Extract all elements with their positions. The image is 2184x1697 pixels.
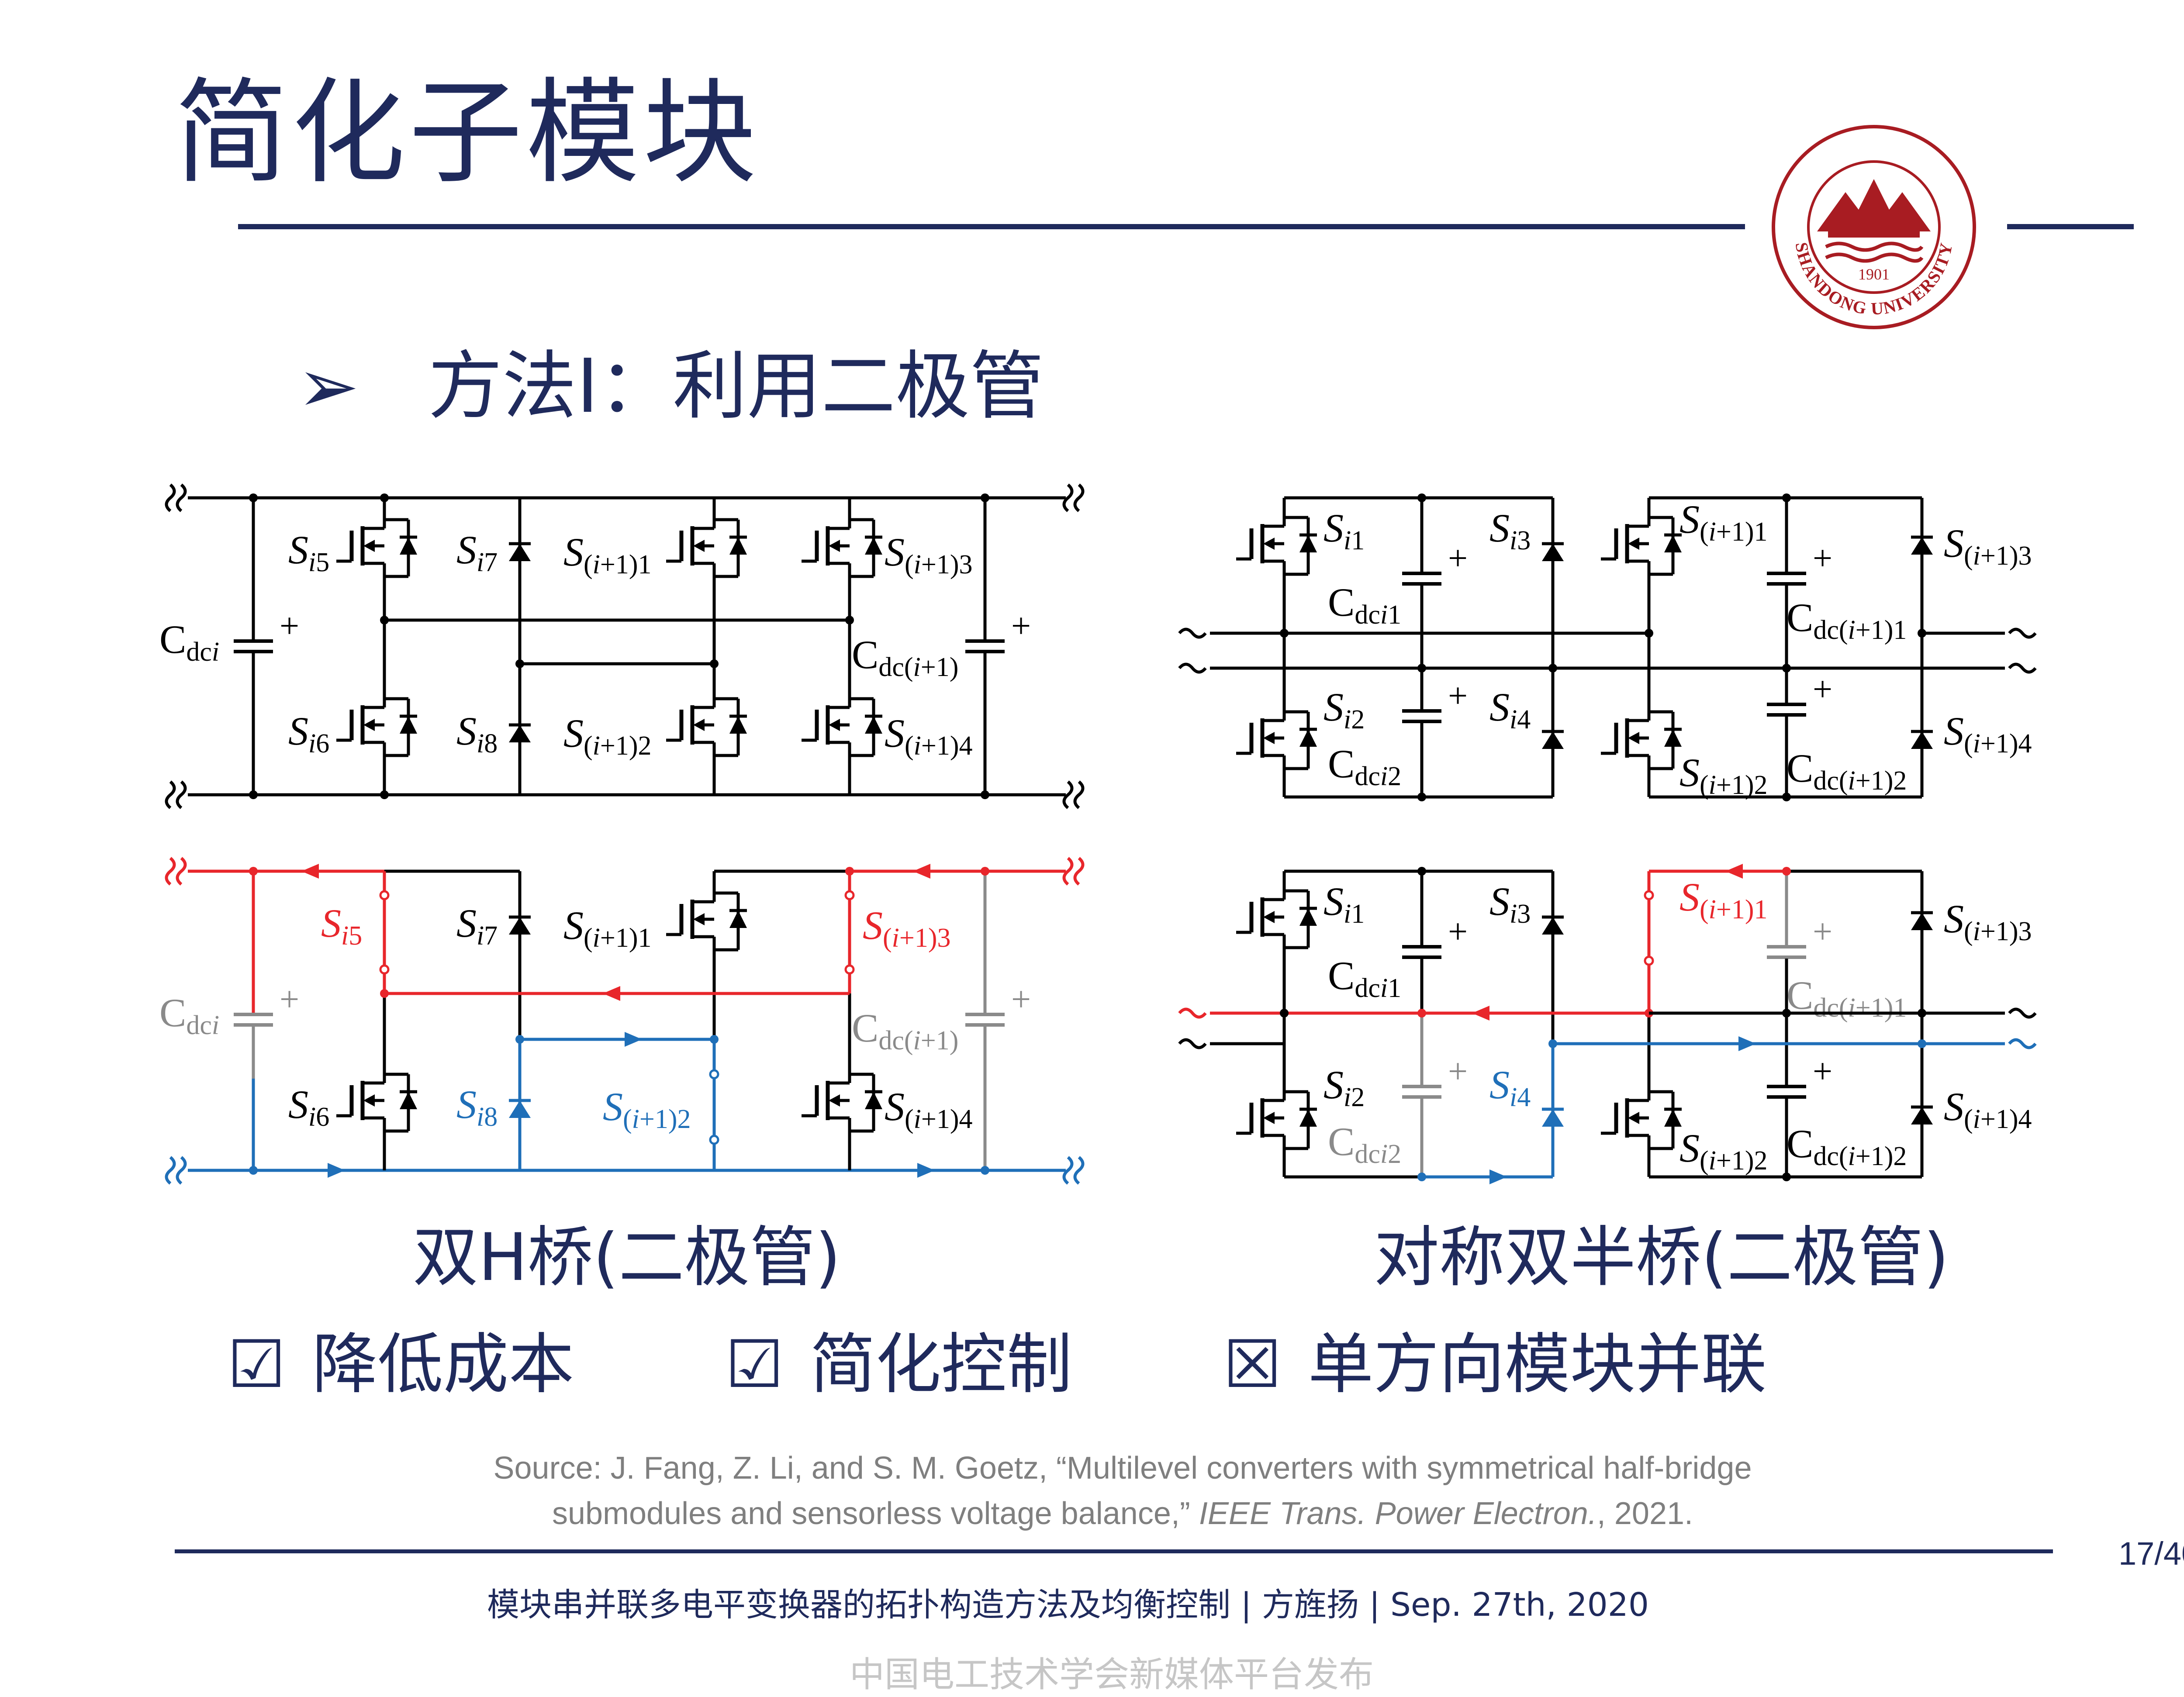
svg-text:Si4: Si4	[1489, 1062, 1531, 1112]
university-logo: 1901 SHANDONG UNIVERSITY	[1769, 122, 1979, 332]
caption-double-half-bridge: 对称双半桥(二极管)	[1374, 1220, 1949, 1296]
check-label: 单方向模块并联	[1308, 1327, 1767, 1403]
check-label: 简化控制	[810, 1327, 1072, 1403]
svg-text:Si3: Si3	[1489, 879, 1531, 929]
svg-text:Si6: Si6	[288, 1082, 329, 1132]
svg-text:S(i+1)2: S(i+1)2	[1679, 1126, 1768, 1176]
svg-text:S(i+1)3: S(i+1)3	[1944, 521, 2032, 571]
svg-text:S(i+1)1: S(i+1)1	[1679, 875, 1768, 924]
svg-text:Si8: Si8	[456, 1082, 498, 1132]
dual-h-bridge-top: Cdci Si5 Si6 Si7 Si8 S(i+1)1 S(i+1)2 S(i…	[159, 485, 1083, 808]
svg-text:Cdci: Cdci	[159, 990, 219, 1040]
svg-text:S(i+1)3: S(i+1)3	[885, 530, 973, 579]
svg-text:Cdci: Cdci	[159, 617, 219, 667]
svg-text:S(i+1)4: S(i+1)4	[885, 1084, 973, 1134]
source-citation: Source: J. Fang, Z. Li, and S. M. Goetz,…	[0, 1445, 2184, 1537]
svg-text:S(i+1)3: S(i+1)3	[1944, 897, 2032, 946]
svg-text:Si6: Si6	[288, 709, 329, 759]
footer-rule	[175, 1549, 2053, 1553]
svg-text:Cdc(i+1): Cdc(i+1)	[852, 1006, 958, 1055]
caption-dual-h-bridge: 双H桥(二极管)	[413, 1220, 841, 1296]
seal-icon: 1901 SHANDONG UNIVERSITY	[1772, 125, 1976, 329]
check-item-cost: ☑降低成本	[227, 1332, 574, 1397]
svg-text:Cdci2: Cdci2	[1328, 1119, 1401, 1169]
svg-text:Si1: Si1	[1324, 506, 1365, 555]
svg-text:S(i+1)2: S(i+1)2	[1679, 750, 1768, 800]
svg-text:S(i+1)2: S(i+1)2	[603, 1084, 691, 1134]
svg-text:Si5: Si5	[288, 528, 329, 577]
svg-text:Si3: Si3	[1489, 506, 1531, 555]
check-item-parallel: ☒单方向模块并联	[1223, 1332, 1767, 1397]
arrow-bullet-icon: ➢	[297, 343, 359, 430]
double-half-bridge-top: Si1 Si2 Cdci1 Cdci2 Si3 Si4 S(i+1)1 S(i+…	[1179, 493, 2035, 801]
svg-text:Si8: Si8	[456, 709, 498, 759]
bullet-text: 方法I：利用二极管	[428, 343, 1044, 430]
svg-text:S(i+1)4: S(i+1)4	[1944, 1084, 2032, 1134]
title-rule-left	[238, 224, 1745, 229]
source-line-2: submodules and sensorless voltage balanc…	[552, 1496, 1693, 1531]
title-rule-right	[2007, 224, 2134, 229]
svg-text:Cdc(i+1): Cdc(i+1)	[852, 632, 958, 682]
svg-text:Cdc(i+1)1: Cdc(i+1)1	[1787, 973, 1907, 1023]
svg-text:Si7: Si7	[456, 901, 498, 951]
svg-text:Cdc(i+1)2: Cdc(i+1)2	[1787, 1121, 1907, 1171]
svg-text:S(i+1)1: S(i+1)1	[1679, 497, 1768, 547]
page-title: 简化子模块	[175, 67, 760, 199]
footer-text: 模块串并联多电平变换器的拓扑构造方法及均衡控制 | 方旌扬 | Sep. 27t…	[487, 1586, 1649, 1624]
checked-box-icon: ☑	[227, 1327, 286, 1403]
svg-text:Si1: Si1	[1324, 879, 1365, 929]
svg-text:Si4: Si4	[1489, 685, 1531, 735]
svg-text:S(i+1)1: S(i+1)1	[563, 530, 652, 579]
method-bullet: ➢方法I：利用二极管	[297, 349, 1044, 424]
svg-text:S(i+1)1: S(i+1)1	[563, 903, 652, 953]
watermark: 中国电工技术学会新媒体平台发布	[850, 1654, 1374, 1695]
svg-text:Si7: Si7	[456, 528, 498, 577]
svg-text:Si2: Si2	[1324, 685, 1365, 735]
check-label: 降低成本	[312, 1327, 574, 1403]
page-number: 17/40	[2118, 1535, 2184, 1572]
dual-h-bridge-current-path: Cdci Si5 Si6 Si7 Si8 S(i+1)1 S(i+1)2	[159, 858, 1083, 1183]
svg-text:Cdc(i+1)2: Cdc(i+1)2	[1787, 746, 1907, 796]
svg-text:S(i+1)4: S(i+1)4	[885, 711, 973, 761]
check-item-control: ☑简化控制	[725, 1332, 1072, 1397]
svg-text:1901: 1901	[1858, 266, 1890, 283]
svg-text:Si2: Si2	[1324, 1062, 1365, 1112]
source-line-1: Source: J. Fang, Z. Li, and S. M. Goetz,…	[493, 1451, 1752, 1486]
svg-text:S(i+1)3: S(i+1)3	[863, 903, 951, 953]
svg-text:Cdci1: Cdci1	[1328, 953, 1401, 1003]
double-half-bridge-current-path: Si1 Si2 Cdci1 Cdci2 Si3 Si4 S(i+1)1 S(i+…	[1179, 864, 2035, 1184]
svg-text:S(i+1)2: S(i+1)2	[563, 711, 652, 761]
svg-text:Cdc(i+1)1: Cdc(i+1)1	[1787, 595, 1907, 645]
svg-text:Cdci1: Cdci1	[1328, 580, 1401, 630]
crossed-box-icon: ☒	[1223, 1327, 1282, 1403]
checked-box-icon: ☑	[725, 1327, 784, 1403]
svg-text:S(i+1)4: S(i+1)4	[1944, 709, 2032, 759]
svg-text:Si5: Si5	[321, 901, 362, 951]
svg-text:Cdci2: Cdci2	[1328, 742, 1401, 791]
